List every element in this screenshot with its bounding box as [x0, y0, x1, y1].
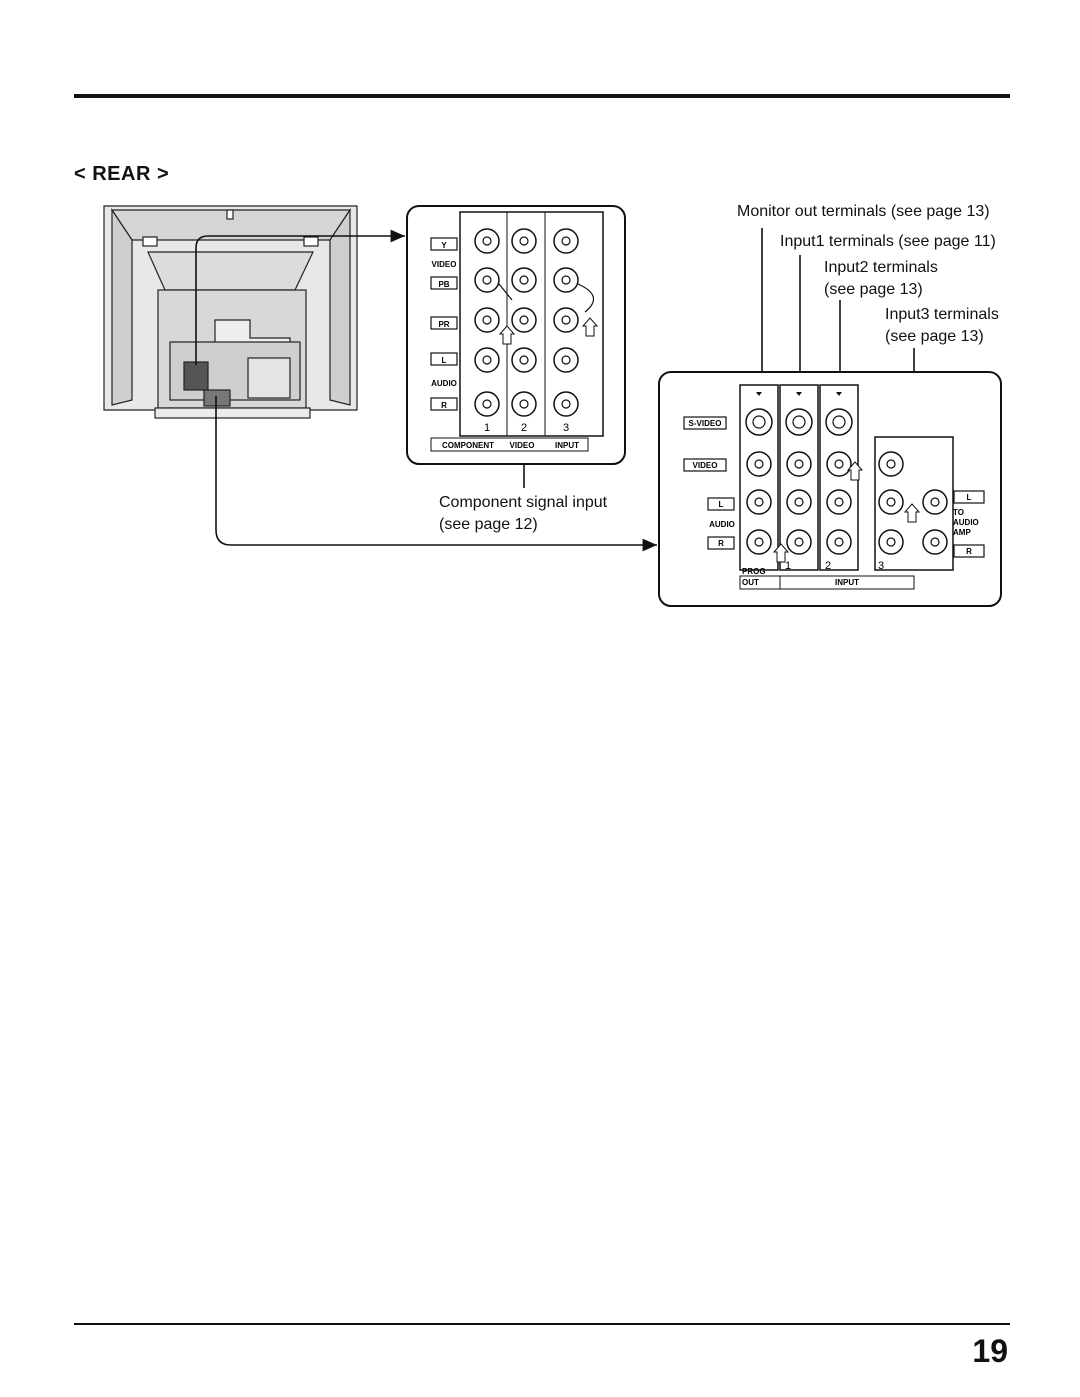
mp-label-audio: AUDIO	[709, 520, 735, 529]
mp-col-2: 2	[825, 560, 831, 572]
page-number: 19	[972, 1333, 1008, 1369]
bottom-rule	[74, 1323, 1010, 1325]
cp-label-audio: AUDIO	[431, 379, 457, 388]
cp-label-pb: PB	[438, 280, 449, 289]
cp-label-video: VIDEO	[432, 260, 457, 269]
cp-col-2: 2	[521, 422, 527, 434]
cp-footer-video: VIDEO	[510, 441, 535, 450]
mp-amp-to: TO	[953, 508, 964, 517]
component-callout-line2: (see page 12)	[439, 516, 538, 533]
mp-amp-amp: AMP	[953, 528, 971, 537]
mp-col-3: 3	[878, 560, 884, 572]
top-rule	[74, 94, 1010, 98]
cp-label-l: L	[442, 356, 447, 365]
cp-label-y: Y	[441, 241, 447, 250]
mp-out-label: OUT	[742, 578, 759, 587]
mp-amp-l: L	[967, 493, 972, 502]
component-input-panel: Y VIDEO PB PR L AUDIO R 1 2 3 COMPONENT …	[406, 205, 626, 465]
tv-rear-illustration	[103, 205, 358, 419]
cp-label-r: R	[441, 401, 447, 410]
cp-col-1: 1	[484, 422, 490, 434]
section-title: < REAR >	[74, 163, 170, 185]
input2-callout-line2: (see page 13)	[824, 281, 923, 298]
component-callout-line1: Component signal input	[439, 494, 608, 511]
cp-col-3: 3	[563, 422, 569, 434]
rear-connection-diagram: Y VIDEO PB PR L AUDIO R 1 2 3 COMPONENT …	[103, 205, 1002, 607]
mp-label-svideo: S-VIDEO	[689, 419, 722, 428]
cp-footer-input: INPUT	[555, 441, 579, 450]
cp-label-pr: PR	[438, 320, 449, 329]
mp-input-label: INPUT	[835, 578, 859, 587]
mp-label-video: VIDEO	[693, 461, 718, 470]
mp-label-r: R	[718, 539, 724, 548]
monitor-out-callout: Monitor out terminals (see page 13)	[737, 203, 990, 220]
input2-callout-line1: Input2 terminals	[824, 259, 938, 276]
mp-amp-r: R	[966, 547, 972, 556]
input3-callout-line2: (see page 13)	[885, 328, 984, 345]
cp-footer-component: COMPONENT	[442, 441, 494, 450]
mp-label-l: L	[719, 500, 724, 509]
mp-prog-label: PROG	[742, 567, 766, 576]
main-input-panel: S-VIDEO VIDEO L AUDIO R 1 2 3 PROG OUT I…	[658, 371, 1002, 607]
mp-col-1: 1	[785, 560, 791, 572]
input1-callout: Input1 terminals (see page 11)	[780, 233, 996, 250]
mp-amp-audio: AUDIO	[953, 518, 979, 527]
input3-callout-line1: Input3 terminals	[885, 306, 999, 323]
